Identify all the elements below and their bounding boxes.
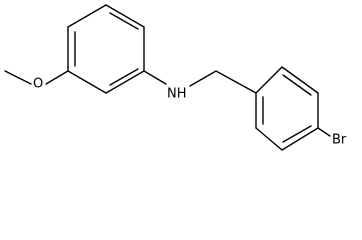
ring-b-bond-2 — [281, 66, 319, 94]
chemical-structure: O NH Br — [4, 4, 347, 151]
ring-b-double-bond-2 — [282, 125, 312, 143]
methoxy-group: O — [4, 70, 69, 92]
ring-a-double-bond-1 — [109, 12, 139, 30]
bromine-group: Br — [317, 127, 347, 148]
amine-linker: NH — [143, 70, 257, 102]
ring-a-bond-6 — [67, 4, 107, 28]
ring-a-double-bond-2 — [109, 68, 139, 86]
methylene-to-ring-bond — [215, 70, 257, 94]
methoxyphenyl-ring — [67, 4, 145, 94]
ring-b-bond-1 — [255, 66, 283, 94]
bromine-label: Br — [332, 133, 347, 148]
ring-b-double-bond-1 — [282, 74, 312, 96]
ring-to-oxygen-bond — [45, 70, 69, 85]
bromophenyl-ring — [255, 66, 319, 151]
ring-to-nitrogen-bond — [143, 70, 167, 85]
nitrogen-to-methylene-bond — [189, 70, 217, 87]
ring-a-bond-3 — [105, 70, 145, 94]
ring-a-bond-4 — [67, 70, 107, 94]
amine-label: NH — [167, 87, 187, 102]
methoxy-oxygen-label: O — [33, 77, 43, 92]
ring-a-bond-1 — [105, 4, 145, 28]
ring-to-bromine-bond — [317, 127, 331, 137]
ring-b-bond-5 — [255, 127, 283, 151]
oxygen-to-methyl-bond — [4, 70, 32, 85]
ring-b-bond-4 — [281, 127, 319, 151]
